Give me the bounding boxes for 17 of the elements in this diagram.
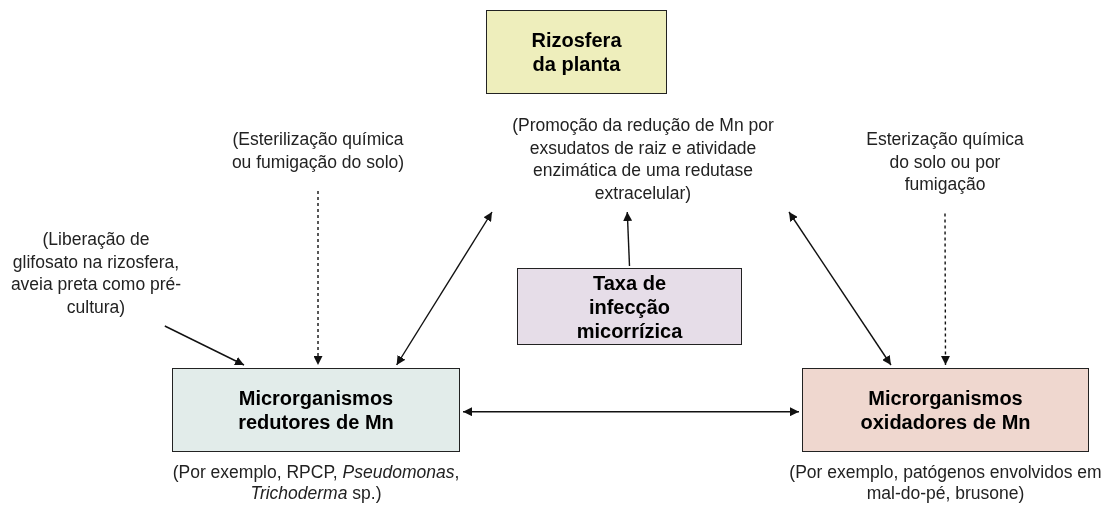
process-box: Rizosfera da planta bbox=[486, 10, 667, 94]
arrow bbox=[940, 212, 950, 366]
note-text: (Promoção da redução de Mn por exsudatos de raiz e atividade enzimática de uma redutase extracelular) bbox=[512, 114, 774, 204]
arrow bbox=[395, 211, 493, 366]
note-text: (Liberação de glifosato na rizosfera, aveia preta como pré-cultura) bbox=[10, 228, 182, 318]
process-box: Microrganismos redutores de Mn bbox=[172, 368, 460, 452]
arrow bbox=[623, 211, 633, 267]
arrow bbox=[788, 211, 892, 366]
arrow bbox=[462, 407, 800, 417]
arrow bbox=[164, 325, 245, 366]
process-box: Microrganismos oxidadores de Mn bbox=[802, 368, 1089, 452]
note-text: (Esterilização química ou fumigação do solo) bbox=[230, 128, 406, 173]
example-caption: (Por exemplo, RPCP, Pseudomonas, Trichoderma sp.) bbox=[171, 462, 461, 504]
process-box: Taxa de infecção micorrízica bbox=[517, 268, 742, 345]
arrow bbox=[313, 190, 323, 366]
note-text: Esterização química do solo ou por fumigação bbox=[865, 128, 1025, 196]
example-caption: (Por exemplo, patógenos envolvidos em mal-do-pé, brusone) bbox=[788, 462, 1103, 504]
